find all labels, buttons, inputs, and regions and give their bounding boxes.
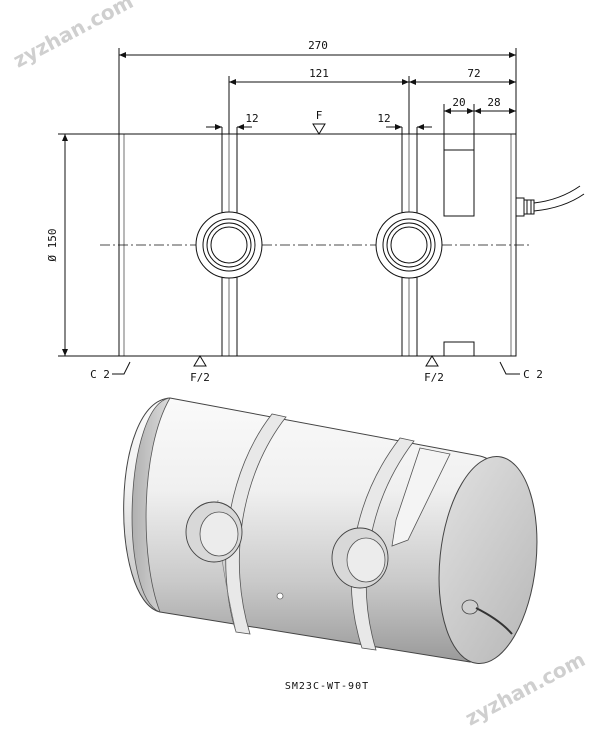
chamfer-left-leader (112, 361, 131, 375)
isometric-render (123, 397, 538, 665)
chamfer-right-label: C 2 (523, 368, 543, 381)
bottom-notch (443, 341, 475, 356)
dim-right-section: 72 (467, 67, 480, 80)
connector-3d (461, 599, 513, 635)
model-caption: SM23C-WT-90T (285, 681, 369, 692)
chamfer-left-label: C 2 (90, 368, 110, 381)
pin-hole-left-3d (185, 501, 243, 563)
support-left-arrow (193, 355, 207, 367)
dim-total-length: 270 (308, 39, 328, 52)
pin-hole-left (195, 211, 263, 279)
slot-3d (391, 447, 451, 547)
dim-end-width: 28 (487, 96, 500, 109)
dim-groove-left: 12 (245, 112, 258, 125)
cable-gland (515, 185, 585, 217)
dim-diameter: Ø 150 (46, 228, 59, 261)
dim-pin-spacing: 121 (309, 67, 329, 80)
support-right-label: F/2 (424, 371, 444, 384)
pin-hole-right-3d (331, 527, 389, 589)
support-left-label: F/2 (190, 371, 210, 384)
dim-groove-right: 12 (377, 112, 390, 125)
technical-drawing (58, 48, 585, 375)
load-label: F (316, 109, 323, 122)
top-slot (443, 149, 475, 217)
dim-slot-width: 20 (452, 96, 465, 109)
chamfer-right-leader (499, 361, 520, 375)
load-arrow (312, 123, 326, 135)
watermark-top: zyzhan.com (9, 0, 137, 72)
end-face-3d (438, 455, 538, 665)
support-right-arrow (425, 355, 439, 367)
pin-hole-right (375, 211, 443, 279)
